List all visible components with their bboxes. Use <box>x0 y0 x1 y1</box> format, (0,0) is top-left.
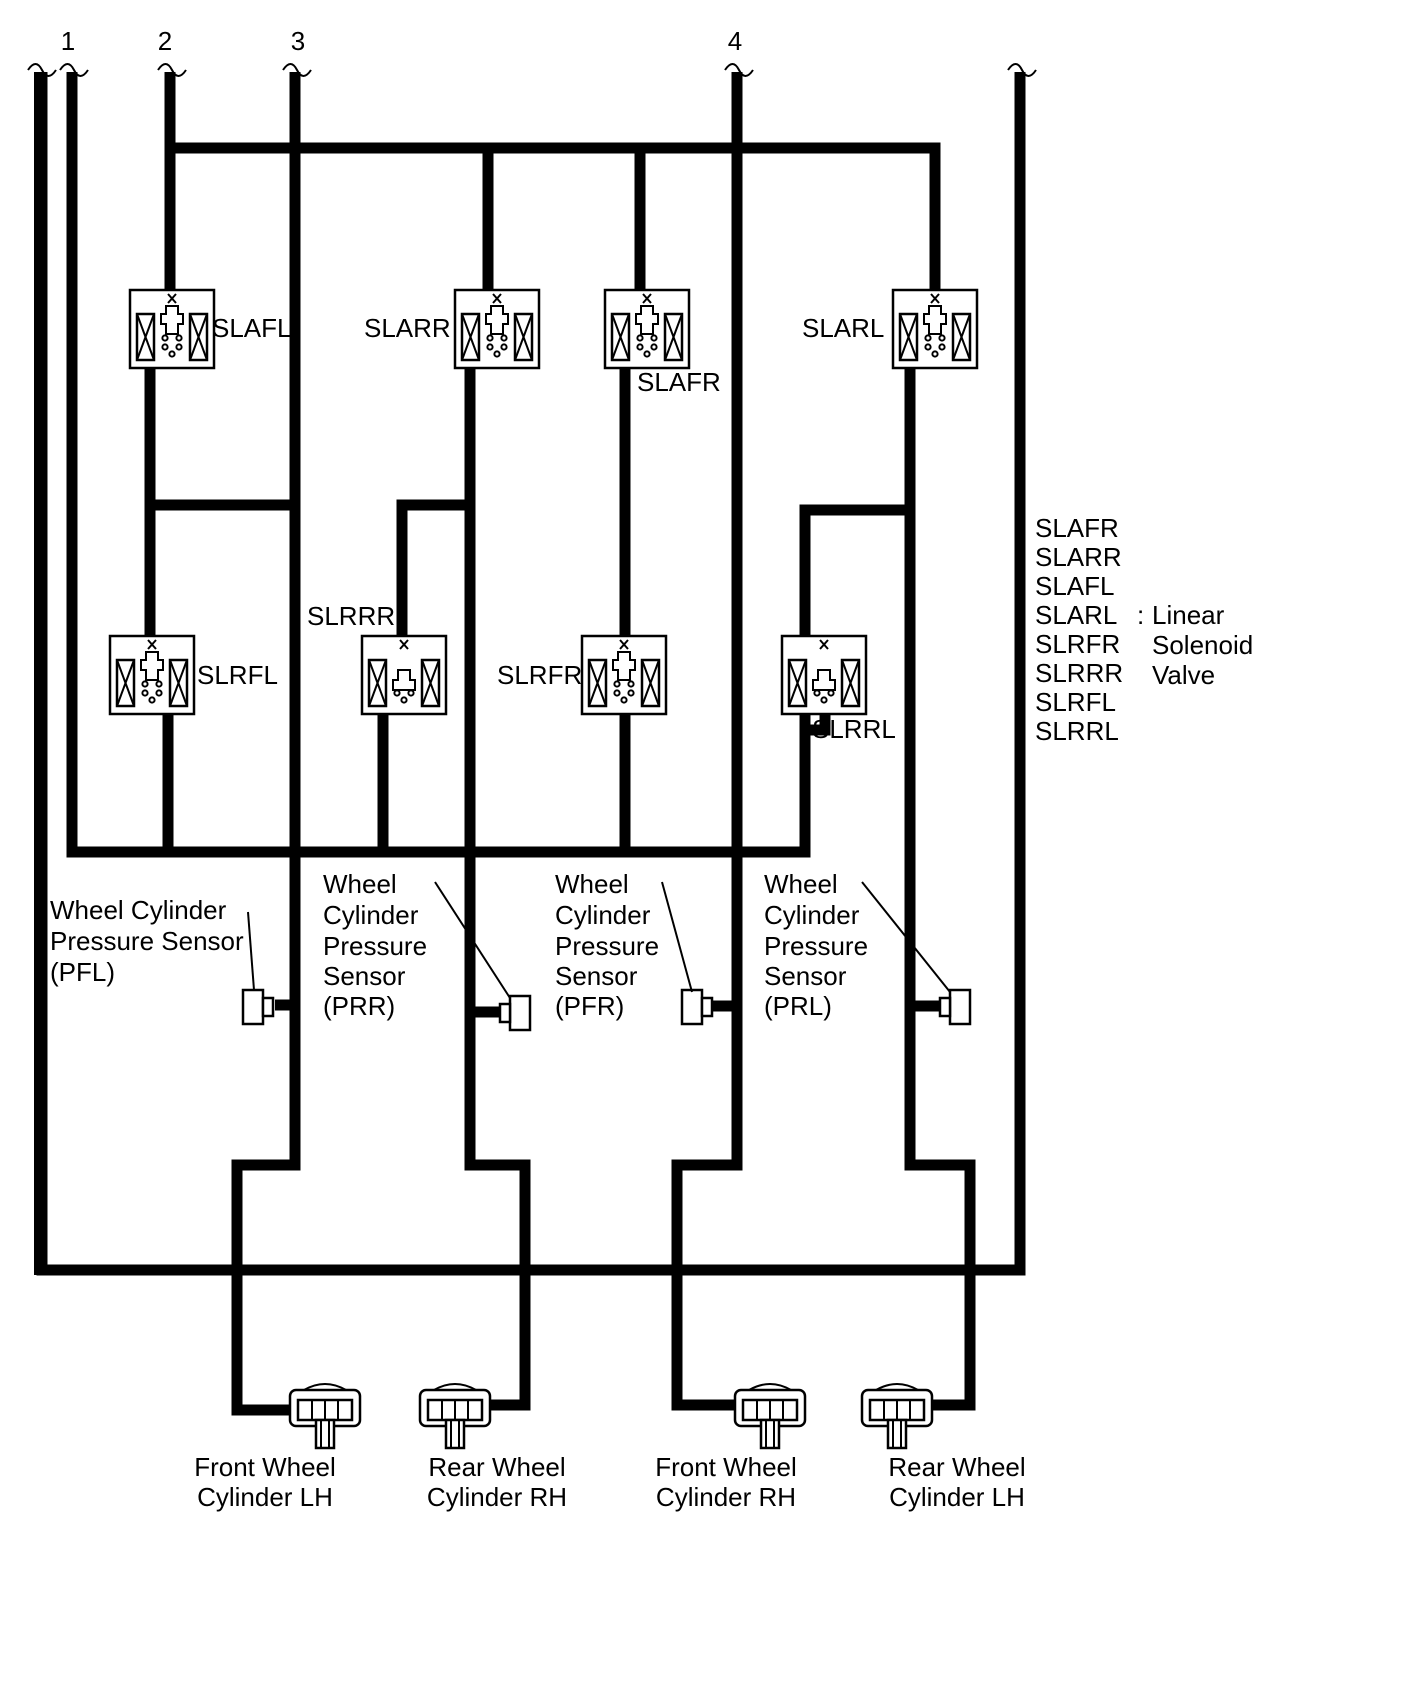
valve-slrrr <box>360 634 448 716</box>
legend-item: SLRFR <box>1035 629 1120 659</box>
sensor-prl <box>938 988 972 1026</box>
legend-item: SLAFR <box>1035 513 1119 543</box>
wheel-label-rear-rh: Rear Wheel Cylinder RH <box>427 1452 567 1512</box>
hydraulic-pipes <box>36 72 1026 1416</box>
line-number-2: 2 <box>158 26 172 56</box>
sensor-label-line: Pressure <box>555 931 659 961</box>
sensor-label-prr: Wheel Cylinder Pressure Sensor (PRR) <box>323 869 427 1021</box>
sensor-label-pfr: Wheel Cylinder Pressure Sensor (PFR) <box>555 869 659 1021</box>
wheel-cylinder-front-lh <box>288 1382 362 1450</box>
legend-meaning-line: Linear <box>1152 600 1225 630</box>
label-slrrr: SLRRR <box>307 601 395 631</box>
sensor-label-line: Sensor <box>555 961 638 991</box>
valve-legend: SLAFR SLARR SLAFL SLARL SLRFR SLRRR SLRF… <box>1035 513 1253 746</box>
wheel-label-front-rh: Front Wheel Cylinder RH <box>655 1452 797 1512</box>
sensor-label-line: (PFR) <box>555 991 624 1021</box>
wheel-cylinder-front-rh <box>733 1382 807 1450</box>
legend-item: SLRRL <box>1035 716 1119 746</box>
sensor-label-line: Wheel <box>764 869 838 899</box>
sensor-label-pfl: Wheel Cylinder Pressure Sensor (PFL) <box>50 895 244 987</box>
wheel-cylinder-rear-lh <box>860 1382 934 1450</box>
sensor-pfl <box>241 988 275 1026</box>
wheel-label-line: Front Wheel <box>655 1452 797 1482</box>
label-slafr: SLAFR <box>637 367 721 397</box>
label-slafl: SLAFL <box>212 313 292 343</box>
legend-separator: : <box>1137 600 1144 630</box>
legend-item: SLAFL <box>1035 571 1115 601</box>
sensor-prr <box>498 994 532 1032</box>
sensor-label-line: Wheel <box>323 869 397 899</box>
sensor-label-line: (PRR) <box>323 991 395 1021</box>
legend-meaning-line: Valve <box>1152 660 1215 690</box>
legend-item: SLRRR <box>1035 658 1123 688</box>
valve-slafl <box>128 288 216 370</box>
legend-item: SLRFL <box>1035 687 1116 717</box>
legend-item: SLARR <box>1035 542 1122 572</box>
label-slrfl: SLRFL <box>197 660 278 690</box>
wheel-label-line: Cylinder RH <box>656 1482 796 1512</box>
wheel-label-line: Front Wheel <box>194 1452 336 1482</box>
leader-line-pfl <box>247 911 255 991</box>
sensor-label-prl: Wheel Cylinder Pressure Sensor (PRL) <box>764 869 868 1021</box>
valve-slrfl <box>108 634 196 716</box>
wheel-label-line: Cylinder LH <box>197 1482 333 1512</box>
sensor-label-line: Wheel <box>555 869 629 899</box>
sensor-label-line: Pressure <box>323 931 427 961</box>
legend-meaning-line: Solenoid <box>1152 630 1253 660</box>
sensor-label-line: (PFL) <box>50 957 115 987</box>
wheel-label-line: Cylinder RH <box>427 1482 567 1512</box>
sensor-label-line: Cylinder <box>323 900 419 930</box>
valve-slarr <box>453 288 541 370</box>
line-number-1: 1 <box>61 26 75 56</box>
line-number-3: 3 <box>291 26 305 56</box>
valve-slrrl <box>780 634 868 716</box>
line-number-4: 4 <box>728 26 742 56</box>
wheel-label-line: Cylinder LH <box>889 1482 1025 1512</box>
sensor-label-line: Pressure <box>764 931 868 961</box>
leader-line-prl <box>861 881 951 993</box>
line-break-marks <box>27 63 1037 77</box>
label-slrrl: SLRRL <box>812 714 896 744</box>
wheel-label-line: Rear Wheel <box>428 1452 565 1482</box>
label-slarr: SLARR <box>364 313 451 343</box>
sensor-pfr <box>680 988 714 1026</box>
valve-slarl <box>891 288 979 370</box>
valve-slrfr <box>580 634 668 716</box>
label-slrfr: SLRFR <box>497 660 582 690</box>
label-slarl: SLARL <box>802 313 884 343</box>
sensor-label-line: (PRL) <box>764 991 832 1021</box>
wheel-label-front-lh: Front Wheel Cylinder LH <box>194 1452 336 1512</box>
valve-slafr <box>603 288 691 370</box>
wheel-label-rear-lh: Rear Wheel Cylinder LH <box>888 1452 1025 1512</box>
wheel-cylinder-rear-rh <box>418 1382 492 1450</box>
legend-item: SLARL <box>1035 600 1117 630</box>
outer-frame <box>34 72 1025 1275</box>
sensor-label-line: Cylinder <box>555 900 651 930</box>
leader-line-prr <box>434 881 511 999</box>
sensor-label-line: Wheel Cylinder <box>50 895 227 925</box>
sensor-label-line: Sensor <box>764 961 847 991</box>
sensor-label-line: Cylinder <box>764 900 860 930</box>
sensor-label-line: Sensor <box>323 961 406 991</box>
leader-line-pfr <box>661 881 693 993</box>
sensor-label-line: Pressure Sensor <box>50 926 244 956</box>
wheel-label-line: Rear Wheel <box>888 1452 1025 1482</box>
